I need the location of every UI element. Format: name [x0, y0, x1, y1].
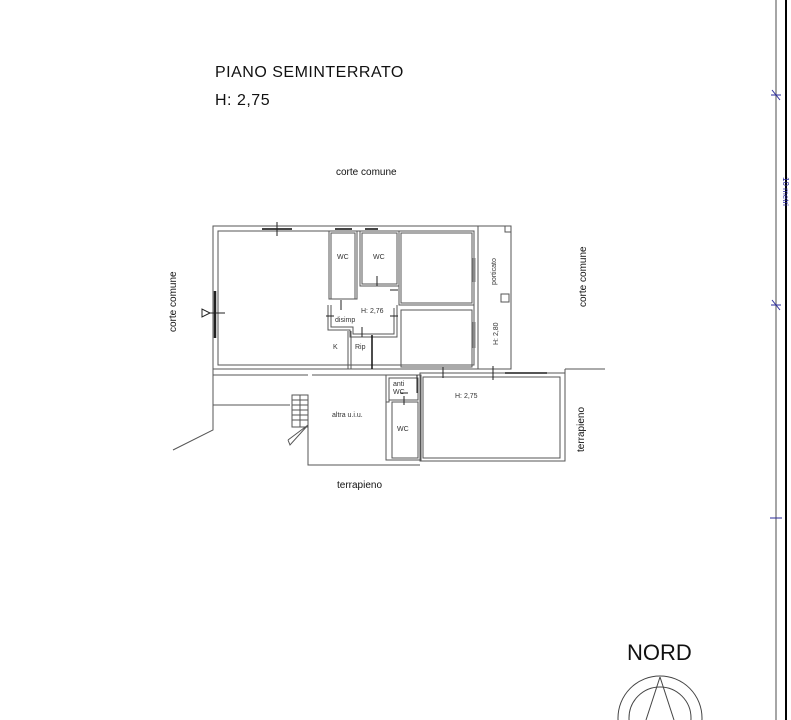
room-altra-uiu: altra u.i.u.	[332, 412, 363, 419]
porticato-height: H: 2,80	[493, 322, 500, 345]
label-right-corte-comune: corte comune	[578, 246, 589, 307]
room-kitchen: K	[333, 344, 338, 351]
label-left-corte-comune: corte comune	[168, 271, 179, 332]
compass-label: NORD	[627, 640, 692, 665]
room-anti-label: anti	[393, 381, 405, 388]
drawing-title: PIANO SEMINTERRATO	[215, 64, 404, 81]
room-porticato: porticato	[491, 258, 498, 285]
label-right-terrapieno: terrapieno	[576, 406, 587, 452]
room-anti-wc-label: WC	[393, 389, 405, 396]
north-arrow-icon	[617, 675, 703, 720]
room-disimp: disimp	[335, 317, 356, 324]
room-wc-2: WC	[373, 254, 385, 261]
room-main-height: H: 2,75	[455, 393, 478, 400]
room-wc-3: WC	[397, 426, 409, 433]
disimp-height: H: 2,76	[361, 308, 384, 315]
label-bottom-terrapieno: terrapieno	[337, 480, 383, 491]
scale-bar-label: 10 metri	[781, 177, 790, 206]
room-wc-1: WC	[337, 254, 349, 261]
drawing-height: H: 2,75	[215, 92, 271, 109]
label-top-corte-comune: corte comune	[336, 167, 397, 178]
room-rip: Rip	[355, 344, 366, 351]
